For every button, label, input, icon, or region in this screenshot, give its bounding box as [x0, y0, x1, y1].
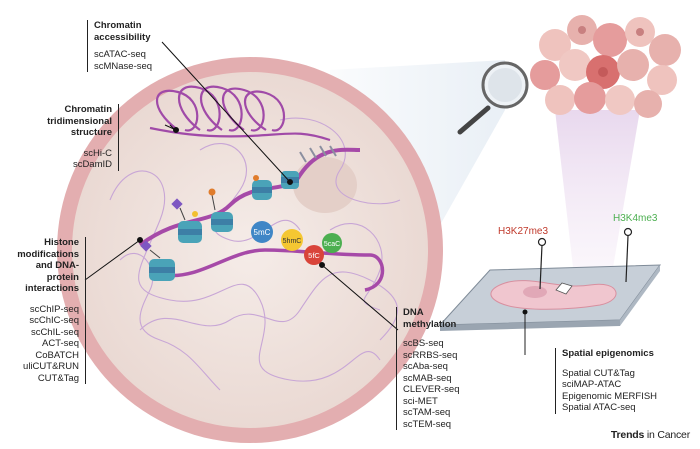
method-scmnase-seq: scMNase-seq — [94, 60, 153, 72]
histone-tags — [140, 175, 259, 259]
method-sctem-seq: scTEM-seq — [403, 418, 452, 430]
histone-label: Histone modifications and DNA-protein in… — [8, 237, 86, 384]
method-sctam-seq: scTAM-seq — [403, 407, 451, 418]
method-scrrbs-seq: scRRBS-seq — [403, 349, 458, 361]
magnifier-icon — [457, 61, 529, 135]
method-ulicut-run: uliCUT&RUN — [23, 361, 79, 372]
method-spatial-cut-tag: Spatial CUT&Tag — [562, 367, 635, 379]
tissue-cluster — [530, 15, 681, 118]
method-scaba-seq: scAba-seq — [403, 361, 448, 372]
method-clever-seq: CLEVER-seq — [403, 384, 460, 395]
base-5mc — [251, 221, 273, 243]
base-5mc-label: 5mC — [254, 228, 271, 237]
brand-rest: in Cancer — [646, 429, 690, 441]
dna-methylation-label: DNA methylation scBS-seq scRRBS-seq scAb… — [396, 307, 460, 430]
method-scchic-seq: scChIC-seq — [29, 315, 79, 326]
nucleosome — [149, 259, 175, 281]
base-5hmc-label: 5hmC — [283, 238, 302, 245]
nucleolus — [293, 157, 357, 213]
nucleosome — [252, 180, 272, 200]
method-scchil-seq: scChIL-seq — [30, 326, 79, 338]
base-5cac — [322, 233, 342, 253]
method-cut-tag: CUT&Tag — [37, 372, 79, 384]
methylation-bases: 5mC 5hmC 5fC 5caC — [251, 221, 342, 265]
spatial-title: Spatial epigenomics — [562, 348, 654, 359]
h3k27me3-label: H3K27me3 — [498, 226, 549, 237]
method-scmab-seq: scMAB-seq — [403, 372, 452, 384]
h3k4me3-label: H3K4me3 — [613, 213, 658, 224]
journal-brand: Trends in Cancer — [611, 429, 690, 441]
method-schi-c: scHi-C — [83, 147, 113, 159]
method-scchip-seq: scChIP-seq — [29, 303, 79, 315]
chromatin-3d-title: Chromatin tridimensional structure — [47, 104, 112, 138]
leader-lines — [84, 41, 399, 331]
nucleosome — [178, 221, 202, 243]
open-chromatin — [299, 145, 337, 163]
method-scimap-atac: sciMAP-ATAC — [562, 379, 622, 390]
base-5fc — [304, 245, 324, 265]
chromatin-coils — [149, 85, 331, 142]
method-scbs-seq: scBS-seq — [403, 338, 444, 349]
spatial-label: Spatial epigenomics Spatial CUT&Tag sciM… — [555, 348, 657, 414]
chromatin-3d-label: Chromatin tridimensional structure scHi-… — [8, 104, 119, 171]
method-scdamid: scDamID — [72, 159, 112, 170]
chromatin-accessibility-title: Chromatin accessibility — [94, 20, 151, 43]
tissue-beam — [555, 110, 640, 285]
method-sci-met: sci-MET — [403, 395, 438, 407]
dna-methylation-title: DNA methylation — [403, 307, 457, 330]
histone-title: Histone modifications and DNA-protein in… — [17, 237, 79, 294]
brand-bold: Trends — [610, 429, 645, 441]
method-scatac-seq: scATAC-seq — [94, 49, 146, 60]
base-5fc-label: 5fC — [308, 251, 320, 260]
base-5hmc — [281, 229, 303, 251]
method-spatial-atac-seq: Spatial ATAC-seq — [562, 402, 636, 413]
spatial-slide — [438, 227, 662, 355]
nucleosomes — [149, 171, 299, 281]
method-epigenomic-merfish: Epigenomic MERFISH — [562, 390, 658, 402]
nucleosome — [211, 212, 233, 232]
chromatin-accessibility-label: Chromatin accessibility scATAC-seq scMNa… — [87, 20, 152, 72]
method-cobatch: CoBATCH — [35, 349, 79, 361]
base-5cac-label: 5caC — [324, 241, 340, 248]
method-act-seq: ACT-seq — [42, 338, 79, 349]
